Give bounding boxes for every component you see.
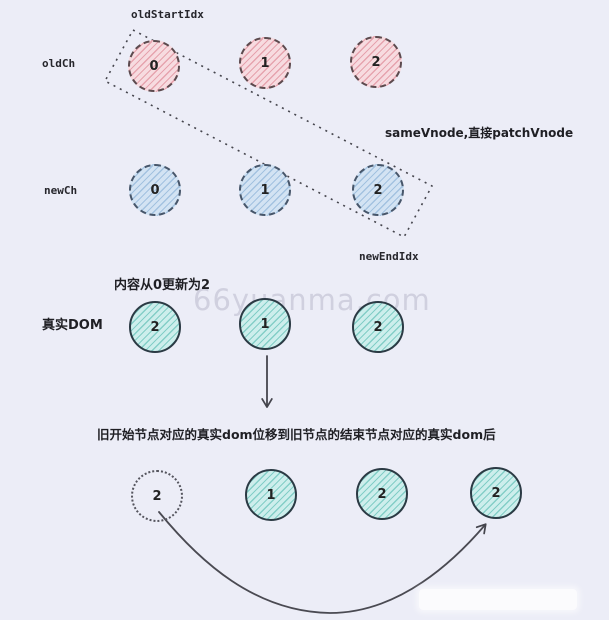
real-dom-label: 真实DOM [42,318,103,333]
result-node-moved: 2 [470,467,522,519]
old-ch-node-1: 1 [239,37,291,89]
real-dom-node-1: 1 [239,298,291,350]
node-value: 1 [266,487,276,503]
node-value: 2 [371,54,381,70]
node-value: 2 [373,182,383,198]
new-ch-node-1: 1 [239,164,291,216]
node-value: 2 [377,486,387,502]
node-value: 2 [373,319,383,335]
node-value: 1 [260,182,270,198]
node-value: 1 [260,316,270,332]
old-start-idx-label: oldStartIdx [131,8,204,21]
new-end-idx-label: newEndIdx [359,250,419,263]
node-value: 2 [152,488,162,504]
old-ch-node-0: 0 [128,40,180,92]
new-ch-node-2: 2 [352,164,404,216]
node-value: 0 [149,58,159,74]
move-note-label: 旧开始节点对应的真实dom位移到旧节点的结束节点对应的真实dom后 [97,427,496,442]
result-node-1: 1 [245,469,297,521]
new-ch-node-0: 0 [129,164,181,216]
new-ch-label: newCh [44,184,78,197]
real-dom-node-0: 2 [129,301,181,353]
real-dom-node-2: 2 [352,301,404,353]
same-vnode-label: sameVnode,直接patchVnode [385,126,574,140]
old-ch-node-2: 2 [350,36,402,88]
result-node-2: 2 [356,468,408,520]
node-value: 0 [150,182,160,198]
node-value: 2 [150,319,160,335]
update-note-label: 内容从0更新为2 [114,278,211,293]
blurred-patch [419,589,577,610]
result-node-ghost: 2 [131,470,183,522]
node-value: 1 [260,55,270,71]
old-ch-label: oldCh [42,57,76,70]
node-value: 2 [491,485,501,501]
